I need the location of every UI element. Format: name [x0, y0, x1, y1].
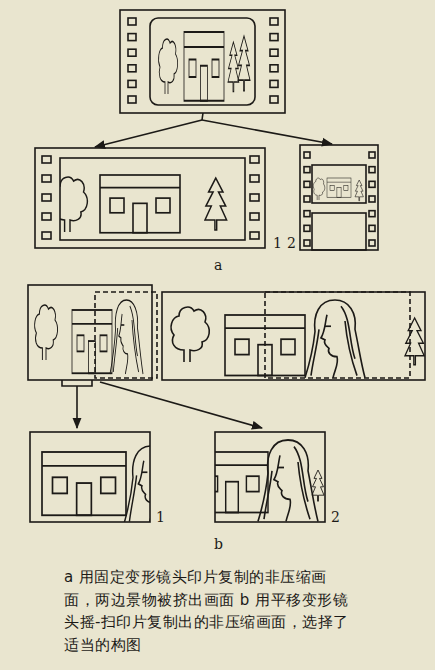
sprocket-hole — [369, 152, 375, 158]
sprocket-hole — [250, 213, 259, 220]
sprocket-hole — [42, 194, 51, 201]
sprocket-hole — [304, 181, 310, 187]
sprocket-hole — [304, 225, 310, 231]
sprocket-hole — [369, 181, 375, 187]
sprocket-hole — [128, 80, 136, 87]
sprocket-hole — [128, 65, 136, 72]
sprocket-hole — [304, 211, 310, 217]
sprocket-hole — [42, 232, 51, 239]
callout-number: 2 — [287, 236, 296, 250]
sprocket-hole — [270, 49, 278, 56]
sprocket-hole — [304, 240, 310, 246]
sprocket-hole — [128, 49, 136, 56]
sprocket-hole — [128, 18, 136, 25]
callout-number: 1 — [273, 236, 282, 250]
sprocket-hole — [304, 196, 310, 202]
sprocket-hole — [304, 152, 310, 158]
figure-letter: a — [214, 258, 222, 272]
sprocket-hole — [270, 34, 278, 41]
sprocket-hole — [250, 194, 259, 201]
sprocket-hole — [270, 80, 278, 87]
figure-caption: a 用固定变形镜头印片复制的非压缩画面，两边景物被挤出画面 b 用平移变形镜头摇… — [64, 566, 352, 656]
sprocket-hole — [42, 156, 51, 163]
sprocket-hole — [369, 167, 375, 173]
sprocket-hole — [369, 225, 375, 231]
sprocket-hole — [42, 213, 51, 220]
sprocket-hole — [270, 96, 278, 103]
sprocket-hole — [128, 34, 136, 41]
sprocket-hole — [250, 156, 259, 163]
sprocket-hole — [369, 240, 375, 246]
sprocket-hole — [369, 211, 375, 217]
figure-letter: b — [214, 537, 223, 551]
sprocket-hole — [304, 167, 310, 173]
callout-number: 1 — [156, 510, 165, 524]
sprocket-hole — [270, 65, 278, 72]
callout-number: 2 — [331, 510, 340, 524]
sprocket-hole — [128, 96, 136, 103]
sprocket-hole — [369, 196, 375, 202]
sprocket-hole — [42, 175, 51, 182]
sprocket-hole — [270, 18, 278, 25]
sprocket-hole — [250, 175, 259, 182]
sprocket-hole — [250, 232, 259, 239]
